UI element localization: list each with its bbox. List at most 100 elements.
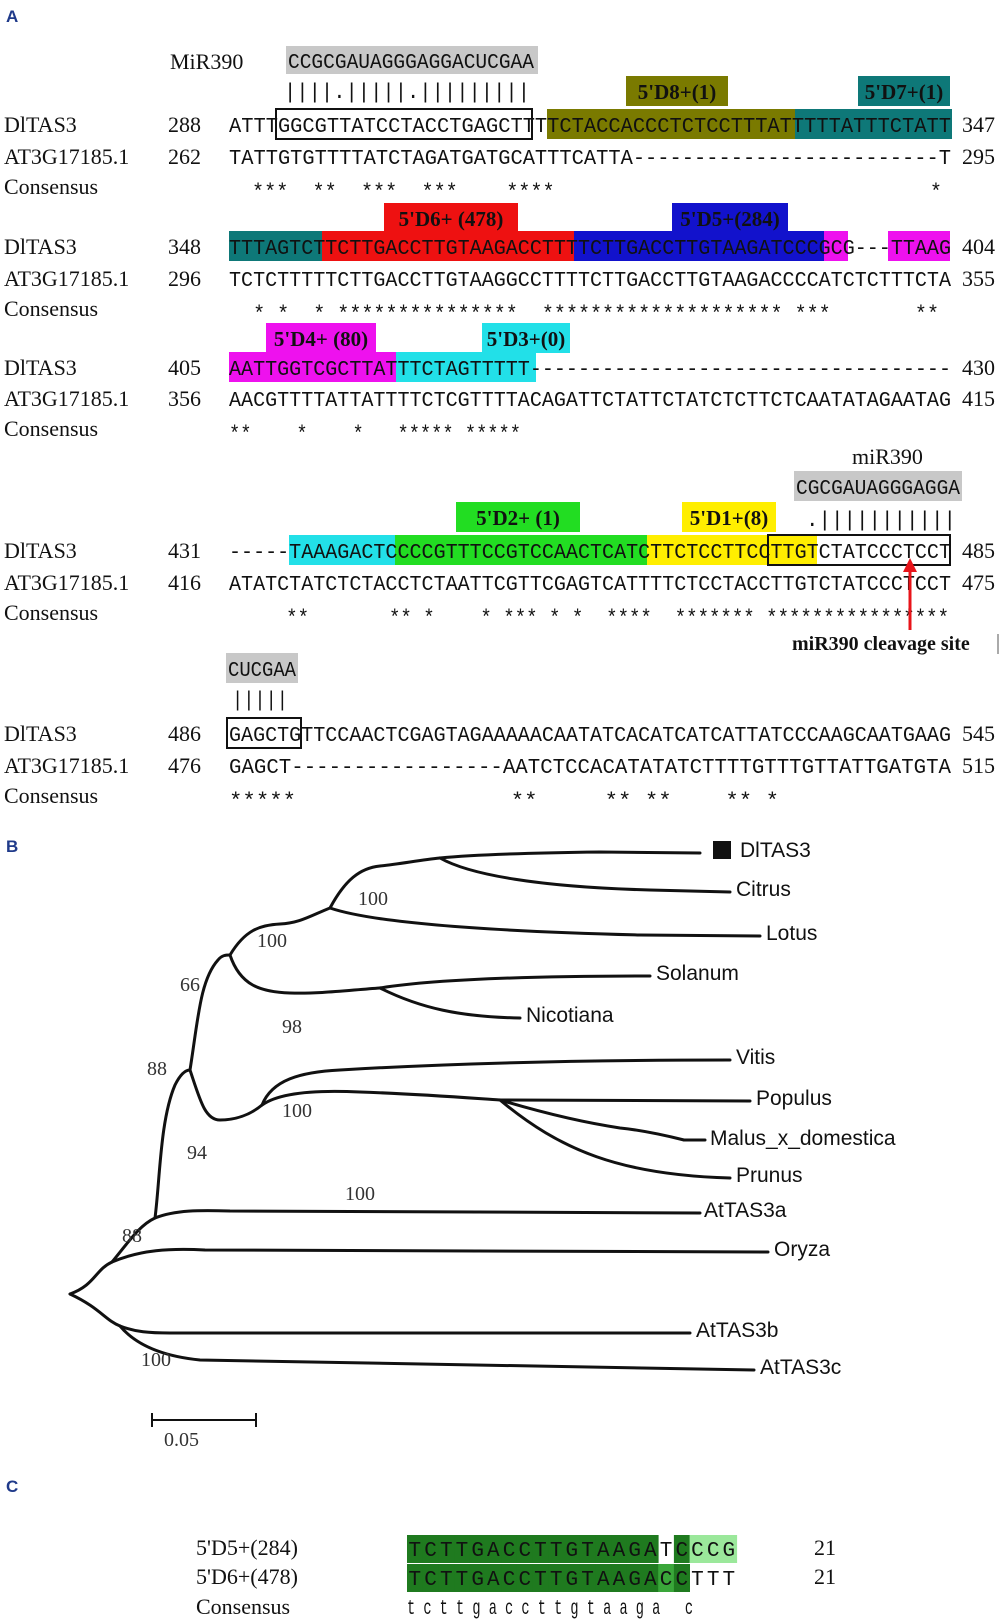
consensus-label: Consensus: [4, 600, 98, 625]
panel-b-label: B: [6, 837, 18, 856]
base-shade: [579, 1564, 596, 1592]
taxon-populus: Populus: [756, 1087, 832, 1110]
base-shade: [516, 1535, 533, 1563]
seg-d8: [547, 109, 795, 139]
mir-target-box: [226, 717, 302, 749]
srna-name: 5'D6+(478): [196, 1564, 298, 1589]
tag-d2: 5'D2+ (1): [476, 506, 560, 530]
branch-node-88: [153, 1068, 192, 1220]
scale-bar-label: 0.05: [164, 1429, 199, 1451]
base-letter: G: [628, 1569, 641, 1592]
seq-start: 416: [168, 570, 201, 595]
base-shade: [485, 1564, 502, 1592]
base-shade: [689, 1535, 706, 1563]
base-letter: C: [503, 1540, 516, 1563]
seq-end: 485: [962, 538, 995, 563]
branch-attas3c: [118, 1324, 756, 1372]
base-shade: [469, 1564, 486, 1592]
bootstrap-value: 98: [282, 1016, 302, 1038]
consensus-label: Consensus: [4, 783, 98, 808]
branch-populus: [498, 1098, 752, 1103]
base-shade: [595, 1564, 612, 1592]
seq-at3g17185: ATATCTATCTCTACCTCTAATTCGTTCGAGTCATTTTCTC…: [229, 574, 951, 597]
base-shade: [673, 1564, 690, 1592]
tag-d8-bg: [626, 76, 728, 106]
base-letter: G: [566, 1569, 579, 1592]
base-letter: C: [503, 1569, 516, 1592]
seq-start: 356: [168, 386, 201, 411]
tag-d7: 5'D7+(1): [865, 80, 943, 104]
bootstrap-value: 88: [122, 1225, 142, 1247]
consensus-label: Consensus: [4, 296, 98, 321]
branch-node-98: [228, 953, 382, 995]
base-shade: [454, 1535, 471, 1563]
seq-dltas3: -----TAAAGACTCCCCGTTTCCGTCCAACTCATCTTCTC…: [229, 542, 951, 565]
base-letter: T: [456, 1569, 469, 1592]
bootstrap-value: 100: [282, 1100, 312, 1122]
seq-start: 262: [168, 144, 201, 169]
seq-end: 347: [962, 112, 995, 137]
srna-length: 21: [814, 1535, 836, 1560]
seq-dltas3: ATTTGGCGTTATCCTACCTGAGCTTTTCTACCACCCTCTC…: [229, 116, 951, 139]
tag-d1-bg: [682, 502, 776, 532]
seq-start: 431: [168, 538, 201, 563]
seq-end: 430: [962, 355, 995, 380]
branch-node-66: [188, 953, 232, 1072]
base-letter: C: [660, 1569, 673, 1592]
base-shade: [501, 1564, 518, 1592]
tag-d4-bg: [266, 323, 376, 353]
taxon-prunus: Prunus: [736, 1164, 803, 1187]
seq-name: AT3G17185.1: [4, 753, 129, 778]
base-shade: [548, 1564, 565, 1592]
seq-dltas3: TTTAGTCTTCTTGACCTTGTAAGACCTTTTCTTGACCTTG…: [229, 238, 951, 261]
base-letter: C: [675, 1540, 688, 1563]
base-letter: T: [691, 1569, 704, 1592]
seq-start: 405: [168, 355, 201, 380]
panel-c-label: C: [6, 1477, 18, 1496]
branch-nicotiana: [378, 986, 522, 1020]
base-shade: [626, 1535, 643, 1563]
branch-citrus: [438, 856, 732, 894]
base-letter: T: [409, 1569, 422, 1592]
srna-length: 21: [814, 1564, 836, 1589]
base-shade: [564, 1535, 581, 1563]
seg-d4b: [888, 231, 950, 261]
taxon-attas3c: AtTAS3c: [760, 1356, 841, 1379]
tag-d6: 5'D6+ (478): [399, 207, 504, 231]
base-shade: [611, 1564, 628, 1592]
branch-oryza: [68, 1247, 770, 1296]
base-shade: [611, 1535, 628, 1563]
mir-target-box: [275, 108, 533, 140]
base-letter: C: [691, 1540, 704, 1563]
seq-name: DlTAS3: [4, 234, 77, 259]
seq-start: 348: [168, 234, 201, 259]
tag-d7-bg: [858, 76, 950, 106]
mir390-highlight: [794, 471, 962, 501]
base-letter: T: [707, 1569, 720, 1592]
seq-at3g17185: TCTCTTTTTCTTGACCTTGTAAGGCCTTTTCTTGACCTTG…: [229, 270, 951, 293]
base-letter: G: [471, 1569, 484, 1592]
base-shade: [422, 1564, 439, 1592]
base-letter: T: [456, 1540, 469, 1563]
seg-d5: [574, 231, 824, 261]
base-shade: [595, 1535, 612, 1563]
base-letter: A: [597, 1540, 610, 1563]
seq-name: DlTAS3: [4, 538, 77, 563]
taxon-attas3b: AtTAS3b: [696, 1319, 778, 1342]
consensus-stars: ** ** * * *** * * **** ******* *********…: [229, 608, 949, 631]
branch-node-100b: [328, 856, 442, 910]
base-letter: C: [707, 1540, 720, 1563]
mir390-label: MiR390: [170, 49, 243, 74]
base-letter: C: [675, 1569, 688, 1592]
taxon-attas3a: AtTAS3a: [704, 1199, 787, 1222]
srna-name: 5'D5+(284): [196, 1535, 298, 1560]
pairing-line: .|||||||||||: [806, 510, 956, 533]
seq-name: DlTAS3: [4, 721, 77, 746]
branch-solanum: [378, 974, 652, 990]
seg-d4a: [824, 231, 848, 261]
bootstrap-value: 94: [187, 1142, 207, 1164]
seq-end: 415: [962, 386, 995, 411]
seg-d1: [647, 535, 817, 565]
base-letter: G: [723, 1540, 736, 1563]
mir-target-box: [767, 534, 951, 566]
